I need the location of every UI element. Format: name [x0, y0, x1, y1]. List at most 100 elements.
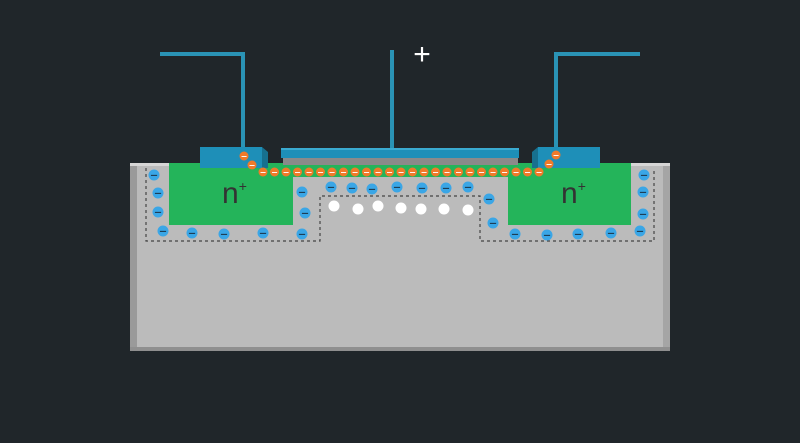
- electron: [239, 151, 249, 161]
- electron-minus-sign: −: [553, 150, 560, 160]
- electron-minus-sign: −: [478, 167, 485, 177]
- acceptor-ion: [638, 169, 650, 181]
- electron-minus-sign: −: [249, 160, 256, 170]
- acceptor-ion: [257, 227, 269, 239]
- source-label: n+: [222, 177, 247, 210]
- acceptor-ion-minus-sign: −: [607, 228, 615, 239]
- depletion-region-outline: [145, 168, 655, 242]
- acceptor-ion: [634, 225, 646, 237]
- acceptor-ion: [483, 193, 495, 205]
- acceptor-ion: [462, 181, 474, 193]
- electron-minus-sign: −: [421, 167, 428, 177]
- electron-minus-sign: −: [271, 167, 278, 177]
- electron: [304, 167, 314, 177]
- electron-minus-sign: −: [398, 167, 405, 177]
- hole: [328, 200, 340, 212]
- gate-metal-top: [281, 148, 519, 150]
- hole: [415, 203, 427, 215]
- acceptor-ion-minus-sign: −: [640, 170, 648, 181]
- acceptor-ion: [152, 187, 164, 199]
- acceptor-ion-minus-sign: −: [220, 229, 228, 240]
- acceptor-ion-minus-sign: −: [188, 228, 196, 239]
- electron: [396, 167, 406, 177]
- electron: [500, 167, 509, 177]
- acceptor-ion: [509, 228, 521, 240]
- substrate-bottom-edge: [130, 347, 670, 351]
- electron-minus-sign: −: [352, 167, 359, 177]
- acceptor-ion-minus-sign: −: [464, 182, 472, 193]
- acceptor-ion-minus-sign: −: [298, 187, 306, 198]
- electron-minus-sign: −: [329, 167, 336, 177]
- electron-minus-sign: −: [340, 167, 347, 177]
- acceptor-ion-minus-sign: −: [154, 207, 162, 218]
- acceptor-ion: [218, 228, 230, 240]
- acceptor-ion: [186, 227, 198, 239]
- electron: [362, 167, 371, 177]
- electron-minus-sign: −: [536, 167, 543, 177]
- electron-minus-sign: −: [432, 167, 439, 177]
- electron-minus-sign: −: [409, 167, 416, 177]
- gate-oxide: [283, 157, 518, 165]
- acceptor-ion: [391, 181, 403, 193]
- acceptor-ion-minus-sign: −: [298, 229, 306, 240]
- electron-minus-sign: −: [294, 167, 301, 177]
- hole: [438, 203, 450, 215]
- acceptor-ion-minus-sign: −: [574, 229, 582, 240]
- electron: [442, 167, 452, 177]
- electron-minus-sign: −: [317, 167, 324, 177]
- source-contact-side: [262, 147, 268, 168]
- electron-minus-sign: −: [524, 167, 531, 177]
- acceptor-ion-minus-sign: −: [418, 183, 426, 194]
- electron-minus-sign: −: [241, 151, 248, 161]
- electron-minus-sign: −: [375, 167, 382, 177]
- electron-minus-sign: −: [283, 167, 290, 177]
- electron-minus-sign: −: [501, 167, 508, 177]
- acceptor-ion: [296, 186, 308, 198]
- acceptor-ion-minus-sign: −: [301, 208, 309, 219]
- electron-minus-sign: −: [455, 167, 462, 177]
- acceptor-ion-minus-sign: −: [327, 182, 335, 193]
- acceptor-ion: [148, 169, 160, 181]
- acceptor-ion: [366, 183, 378, 195]
- hole: [352, 203, 364, 215]
- acceptor-ion-minus-sign: −: [636, 226, 644, 237]
- hole: [395, 202, 407, 214]
- electron: [551, 150, 561, 160]
- source-label-main: n: [222, 177, 239, 210]
- drain-label: n+: [561, 177, 586, 210]
- acceptor-ion-minus-sign: −: [639, 209, 647, 220]
- electron-minus-sign: −: [490, 167, 497, 177]
- acceptor-ion: [572, 228, 584, 240]
- electron: [465, 167, 475, 177]
- acceptor-ion-minus-sign: −: [368, 184, 376, 195]
- substrate-left-edge: [130, 164, 137, 351]
- electron: [316, 167, 325, 177]
- electron: [534, 167, 544, 177]
- acceptor-ion: [637, 186, 649, 198]
- electron-minus-sign: −: [444, 167, 451, 177]
- electron: [477, 167, 486, 177]
- acceptor-ion: [541, 229, 553, 241]
- acceptor-ion-minus-sign: −: [159, 226, 167, 237]
- electron-minus-sign: −: [363, 167, 370, 177]
- acceptor-ion: [637, 208, 649, 220]
- acceptor-ion-minus-sign: −: [511, 229, 519, 240]
- electron-minus-sign: −: [546, 159, 553, 169]
- acceptor-ion-minus-sign: −: [154, 188, 162, 199]
- electron: [373, 167, 383, 177]
- drain-wire: [554, 52, 640, 148]
- electron: [408, 167, 417, 177]
- gate-polarity-label: +: [413, 38, 431, 71]
- electron: [270, 167, 279, 177]
- electron: [454, 167, 463, 177]
- substrate-right-edge: [663, 164, 670, 351]
- electron: [350, 167, 360, 177]
- source-label-sup: +: [239, 178, 247, 194]
- electron: [281, 167, 291, 177]
- acceptor-ion: [440, 182, 452, 194]
- electron: [419, 167, 429, 177]
- acceptor-ion: [157, 225, 169, 237]
- drain-label-sup: +: [578, 178, 586, 194]
